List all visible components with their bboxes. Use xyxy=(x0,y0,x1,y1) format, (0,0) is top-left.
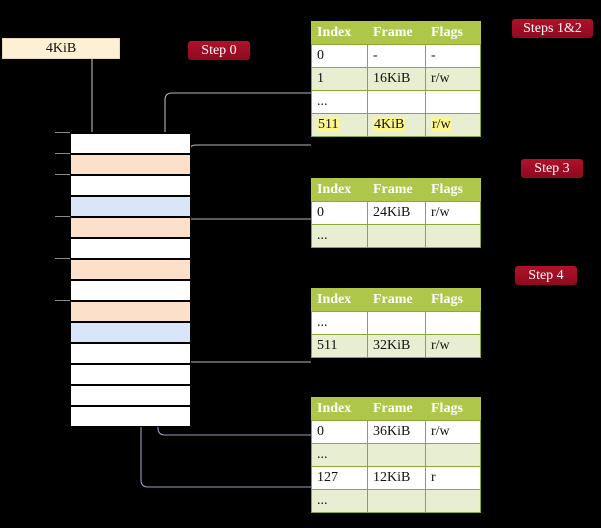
table-row: 0-- xyxy=(311,44,481,68)
cell-index: 511 xyxy=(311,113,368,137)
badge-step3: Step 3 xyxy=(521,159,583,178)
memory-row xyxy=(71,217,190,238)
badge-step0: Step 0 xyxy=(188,41,250,60)
cell-frame: 36KiB xyxy=(367,420,426,444)
memory-row-tick xyxy=(55,258,70,259)
column-header-frame: Frame xyxy=(367,397,426,421)
cell-index: 0 xyxy=(311,44,368,68)
memory-row-tick xyxy=(55,153,70,154)
cell-index: 0 xyxy=(311,201,368,225)
cell-frame: 16KiB xyxy=(367,67,426,91)
cell-frame xyxy=(367,489,426,513)
cell-flags xyxy=(425,90,481,114)
table-row: ... xyxy=(311,489,481,513)
column-header-flags: Flags xyxy=(425,21,481,45)
memory-row xyxy=(71,364,190,385)
cell-index: 0 xyxy=(311,420,368,444)
badge-steps1and2: Steps 1&2 xyxy=(512,19,593,38)
memory-row xyxy=(71,238,190,259)
cell-flags xyxy=(425,443,481,467)
cell-frame: - xyxy=(367,44,426,68)
cell-index: ... xyxy=(311,224,368,248)
column-header-frame: Frame xyxy=(367,288,426,312)
badge-step4: Step 4 xyxy=(515,266,577,285)
memory-row xyxy=(71,280,190,301)
memory-row xyxy=(71,196,190,217)
table-row: ... xyxy=(311,224,481,248)
memory-row-tick xyxy=(55,174,70,175)
column-header-flags: Flags xyxy=(425,288,481,312)
cell-flags xyxy=(425,311,481,335)
cell-flags: r xyxy=(425,466,481,490)
table-row: ... xyxy=(311,90,481,114)
highlighted-value: r/w xyxy=(431,117,452,132)
cell-frame: 4KiB xyxy=(367,113,426,137)
memory-row xyxy=(71,133,190,154)
wire-l1-24kib-to-memory xyxy=(178,218,311,269)
cell-index: ... xyxy=(311,311,368,335)
table-row: 511 4KiB r/w xyxy=(311,113,481,137)
cell-flags xyxy=(425,224,481,248)
memory-row-tick xyxy=(55,132,70,133)
cell-frame: 24KiB xyxy=(367,201,426,225)
column-header-flags: Flags xyxy=(425,178,481,202)
cell-index: ... xyxy=(311,443,368,467)
column-header-frame: Frame xyxy=(367,178,426,202)
cell-flags: r/w xyxy=(425,420,481,444)
cell-index: ... xyxy=(311,90,368,114)
column-header-frame: Frame xyxy=(367,21,426,45)
column-header-index: Index xyxy=(311,397,368,421)
cell-frame: 12KiB xyxy=(367,466,426,490)
cell-frame xyxy=(367,443,426,467)
memory-row xyxy=(71,259,190,280)
highlighted-value: 4KiB xyxy=(373,117,406,132)
memory-row xyxy=(71,385,190,406)
memory-row-tick xyxy=(55,216,70,217)
frame-box-4kib: 4KiB xyxy=(2,38,120,59)
cell-index: ... xyxy=(311,489,368,513)
memory-row xyxy=(71,154,190,175)
cell-index: 127 xyxy=(311,466,368,490)
cell-flags: - xyxy=(425,44,481,68)
column-header-index: Index xyxy=(311,178,368,202)
memory-row xyxy=(71,175,190,196)
memory-row xyxy=(71,343,190,364)
cell-frame xyxy=(367,90,426,114)
column-header-index: Index xyxy=(311,288,368,312)
cell-index: 1 xyxy=(311,67,368,91)
wire-l2-32kib-to-memory xyxy=(172,314,311,363)
memory-row xyxy=(71,301,190,322)
memory-row xyxy=(71,322,190,343)
cell-frame xyxy=(367,311,426,335)
cell-flags xyxy=(425,489,481,513)
table-row: ... xyxy=(311,311,481,335)
highlighted-value: 511 xyxy=(317,117,340,132)
column-header-index: Index xyxy=(311,21,368,45)
column-header-flags: Flags xyxy=(425,397,481,421)
cell-flags: r/w xyxy=(425,201,481,225)
frame-box-label: 4KiB xyxy=(45,41,77,56)
wire-l0-4kib-stub xyxy=(188,144,311,153)
memory-column xyxy=(70,132,191,427)
memory-row xyxy=(71,406,190,427)
table-row: ... xyxy=(311,443,481,467)
cell-flags: r/w xyxy=(425,67,481,91)
cell-index: 511 xyxy=(311,334,368,358)
memory-row-tick xyxy=(55,300,70,301)
cell-frame: 32KiB xyxy=(367,334,426,358)
cell-flags: r/w xyxy=(425,334,481,358)
cell-flags: r/w xyxy=(425,113,481,137)
cell-frame xyxy=(367,224,426,248)
